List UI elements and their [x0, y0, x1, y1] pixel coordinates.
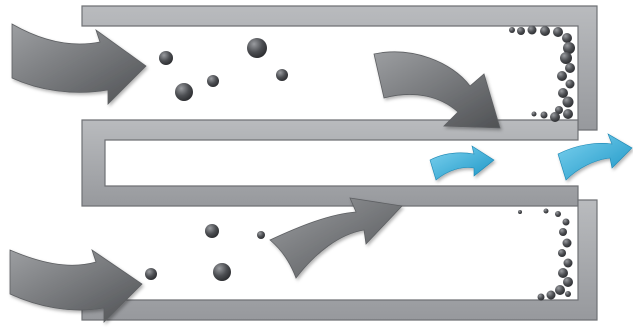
particle — [562, 96, 574, 108]
particle — [527, 25, 537, 35]
particle — [531, 111, 537, 117]
particle — [563, 109, 573, 119]
exit-outflow-arrow — [557, 133, 633, 181]
center-outflow-arrow — [429, 145, 495, 181]
particle — [175, 83, 193, 101]
lower-wall — [81, 199, 598, 321]
particle — [518, 210, 522, 214]
particle — [517, 27, 525, 35]
particle — [553, 27, 563, 37]
particle — [562, 238, 572, 248]
particle — [563, 42, 575, 54]
particle — [558, 249, 566, 257]
lower-chamber-particles — [145, 224, 265, 281]
particle — [558, 268, 568, 278]
particle — [145, 268, 157, 280]
particle — [555, 285, 565, 295]
particle — [247, 38, 267, 58]
particle — [559, 228, 567, 236]
upper-wall-deposit — [509, 25, 575, 122]
particle — [205, 224, 219, 238]
upper-chamber-particles — [159, 38, 288, 101]
particle — [537, 293, 545, 301]
outflow-arrows — [429, 133, 633, 181]
particle — [540, 26, 550, 36]
particle — [543, 208, 549, 214]
particle — [560, 52, 572, 64]
particle — [555, 211, 561, 217]
particle — [557, 71, 567, 81]
central-divider-wall — [81, 119, 579, 207]
particle — [562, 33, 572, 43]
particle — [565, 79, 575, 89]
inflow-arrows — [9, 23, 501, 323]
particle — [540, 111, 548, 119]
particle — [550, 112, 560, 122]
particle — [546, 290, 556, 300]
upper-right-curve-arrow — [373, 51, 501, 129]
upper-wall — [81, 5, 598, 131]
upper-left-inflow-arrow — [11, 23, 147, 105]
particle — [276, 69, 288, 81]
particle — [562, 218, 570, 226]
lower-left-inflow-arrow — [9, 249, 143, 323]
particle — [257, 231, 265, 239]
particle — [159, 51, 173, 65]
lower-wall-deposit — [518, 208, 573, 301]
particle — [565, 291, 571, 297]
particle — [509, 27, 515, 33]
particle — [558, 88, 568, 98]
particle — [563, 277, 573, 287]
lower-middle-curve-arrow — [269, 197, 403, 279]
particle — [563, 258, 573, 268]
particle — [207, 75, 219, 87]
channel-walls — [81, 5, 598, 321]
particle — [555, 106, 563, 114]
particle — [565, 63, 575, 73]
particle — [213, 263, 231, 281]
